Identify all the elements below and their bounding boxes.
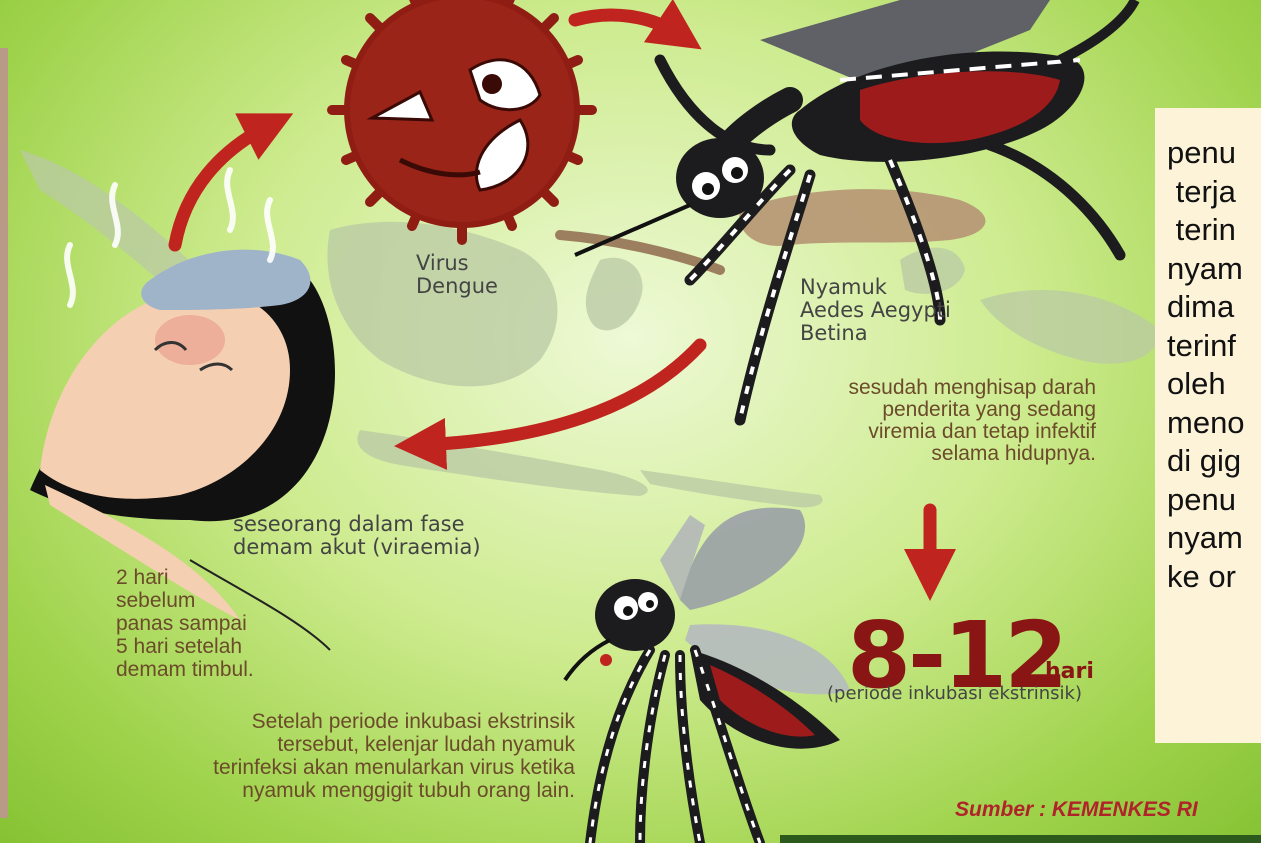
mosquito-biting-icon [565, 508, 850, 843]
source-credit: Sumber : KEMENKES RI [955, 798, 1198, 822]
side-panel-text: penu terja terin nyam dima terinf oleh m… [1167, 134, 1245, 596]
incubation-caption: (periode inkubasi ekstrinsik) [827, 682, 1082, 705]
person-phase-label: seseorang dalam fase demam akut (viraemi… [233, 513, 481, 559]
virus-icon [332, 0, 592, 240]
mosquito-label: Nyamuk Aedes Aegypti Betina [800, 276, 951, 345]
virus-label: Virus Dengue [416, 252, 498, 298]
bottom-stripe [780, 835, 1261, 843]
viraemia-window-text: 2 hari sebelum panas sampai 5 hari setel… [116, 566, 254, 681]
side-text-panel: penu terja terin nyam dima terinf oleh m… [1155, 108, 1261, 743]
papua-shape [739, 189, 985, 246]
incubation-unit: hari [1045, 659, 1094, 684]
after-bite-text: sesudah menghisap darah penderita yang s… [790, 377, 1096, 465]
transmission-text: Setelah periode inkubasi ekstrinsik ters… [150, 710, 575, 802]
left-accent-bar [0, 48, 8, 818]
